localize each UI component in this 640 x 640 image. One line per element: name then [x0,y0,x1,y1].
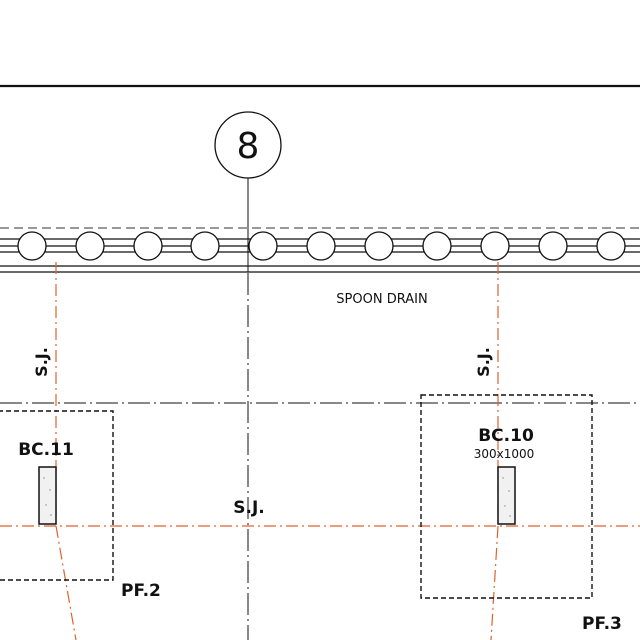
drain-pit [190,231,220,261]
drain-pit [480,231,510,261]
column-bc10 [497,466,516,525]
column-hatch [502,477,511,517]
column-bc11-label: BC.11 [18,440,74,460]
pad-footing-pf2 [0,410,114,581]
drain-pit [422,231,452,261]
drain-pit [75,231,105,261]
control-joints [0,262,640,640]
drain-pit [17,231,47,261]
drain-pit [248,231,278,261]
drain-pit [538,231,568,261]
drain-pit [133,231,163,261]
column-bc10-label: BC.10 [478,426,534,446]
drain-pit [306,231,336,261]
sawn-joint-label-right: S.J. [474,347,493,377]
sawn-joint-label-center: S.J. [233,498,265,518]
pad-footing-pf3-label: PF.3 [582,614,622,634]
column-hatch [43,477,52,516]
grid-bubble-8: 8 [214,111,282,179]
grid-bubble-label: 8 [237,126,260,167]
drain-pit [364,231,394,261]
drain-pits [17,231,626,261]
column-bc11 [38,466,57,525]
drain-pit [596,231,626,261]
control-joint-right-angled [490,525,499,640]
sawn-joint-label-left: S.J. [32,347,51,377]
spoon-drain-label: SPOON DRAIN [336,292,427,307]
pad-footing-pf3 [420,394,593,599]
control-joint-left-angled [55,525,77,640]
column-bc10-size: 300x1000 [474,447,535,461]
pad-footing-pf2-label: PF.2 [121,581,161,601]
